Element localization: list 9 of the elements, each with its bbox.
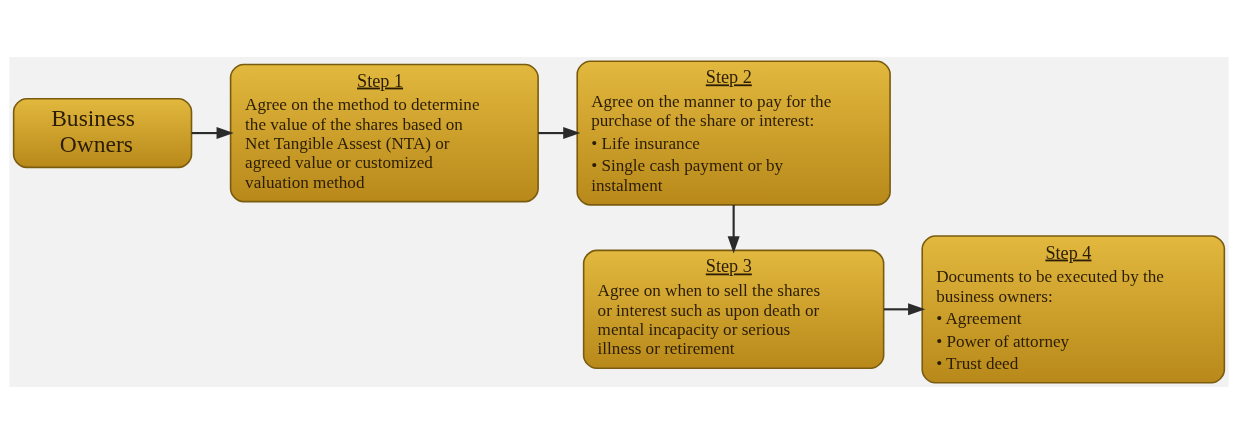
arrow (727, 204, 740, 254)
node-box: Step 3 Agree on when to sell the shares or interest such as upon death or mental incapacity or serious illness or retirement (582, 249, 885, 370)
arrow (191, 127, 234, 140)
arrow (538, 127, 581, 140)
node-box: Business Owners (12, 98, 193, 169)
node-box: Step 1 Agree on the method to determine the value of the shares based on Net Tangible Assest (NTA) or agreed value or customized valuation method (229, 63, 539, 203)
arrow (883, 303, 926, 316)
node-box: Step 4 Documents to be executed by the business owners: • Agreement • Power of attorney • Trust deed (921, 235, 1226, 384)
node-box: Step 2 Agree on the manner to pay for the purchase of the share or interest: • Life insurance • Single cash payment or by instalment (576, 60, 891, 206)
